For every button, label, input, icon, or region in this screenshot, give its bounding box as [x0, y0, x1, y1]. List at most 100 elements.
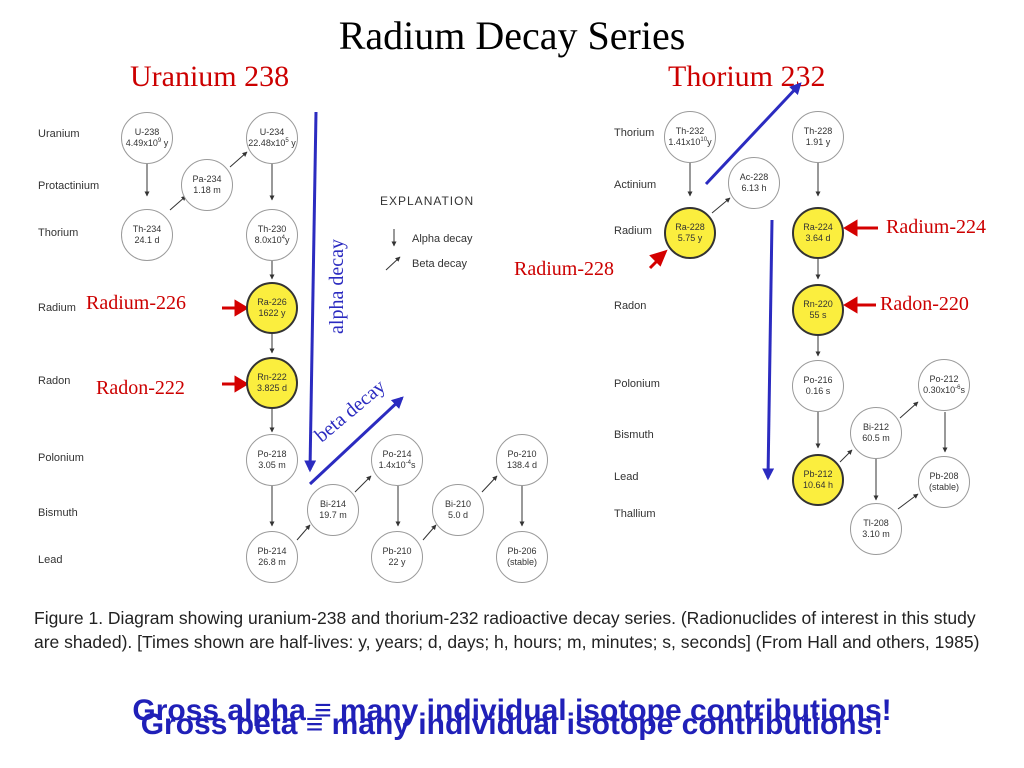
nuclide-half-life: 5.75 y	[677, 233, 703, 243]
nuclide-half-life: (stable)	[928, 482, 959, 492]
nuclide-half-life: 3.825 d	[256, 383, 288, 393]
nuclide-half-life: 0.30x10	[923, 385, 956, 395]
nuclide-ra224: Ra-224 3.64 d	[792, 207, 844, 259]
nuclide-name: Pa-234	[192, 173, 222, 184]
gross-beta-text: Gross beta ≡ many individual isotope con…	[140, 708, 884, 741]
nuclide-exponent: -6	[955, 385, 961, 391]
callout-radium-226: Radium-226	[86, 292, 186, 314]
nuclide-bi210: Bi-210 5.0 d	[432, 484, 484, 536]
nuclide-exponent: 10	[700, 137, 708, 143]
nuclide-half-life: 22 y	[388, 557, 406, 567]
thorium-beta-big-arrow	[704, 82, 802, 186]
row-label-radon-right: Radon	[614, 300, 647, 312]
beta-arrow	[169, 195, 187, 211]
nuclide-exponent: 5	[285, 138, 289, 144]
nuclide-pb206: Pb-206 (stable)	[496, 531, 548, 583]
nuclide-half-life: (stable)	[506, 557, 537, 567]
nuclide-pb210: Pb-210 22 y	[371, 531, 423, 583]
row-label-radium-right: Radium	[614, 225, 652, 237]
row-label-radon: Radon	[38, 375, 71, 387]
row-label-lead-right: Lead	[614, 471, 639, 483]
nuclide-name: Pb-212	[803, 468, 833, 479]
nuclide-name: Po-212	[929, 373, 959, 384]
nuclide-po218: Po-218 3.05 m	[246, 434, 298, 486]
nuclide-half-life: 10.64 h	[802, 480, 834, 490]
nuclide-name: Rn-220	[803, 298, 833, 309]
nuclide-name: Th-230	[257, 223, 287, 234]
nuclide-exponent: 4	[281, 235, 285, 241]
nuclide-u234: U-234 22.48x105 y	[246, 112, 298, 164]
explanation-title: EXPLANATION	[380, 194, 475, 208]
callout-arrowhead-ra228	[649, 249, 668, 267]
nuclide-ac228: Ac-228 6.13 h	[728, 157, 780, 209]
nuclide-half-life: 55 s	[809, 310, 827, 320]
nuclide-unit: s	[960, 385, 965, 395]
nuclide-half-life: 3.05 m	[258, 460, 286, 470]
nuclide-unit: y	[163, 138, 169, 148]
nuclide-half-life: 6.13 h	[741, 183, 767, 193]
callout-arrowhead-ra224	[843, 219, 858, 237]
nuclide-name: Pb-206	[507, 545, 537, 556]
nuclide-half-life: 138.4 d	[506, 460, 538, 470]
nuclide-name: Bi-214	[319, 498, 346, 509]
nuclide-half-life: 26.8 m	[258, 557, 286, 567]
nuclide-name: Po-210	[507, 448, 537, 459]
nuclide-po214: Po-214 1.4x10-4s	[371, 434, 423, 486]
nuclide-u238: U-238 4.49x109 y	[121, 112, 173, 164]
nuclide-half-life: 1.91 y	[805, 137, 831, 147]
callout-radon-220: Radon-220	[880, 293, 969, 315]
nuclide-name: U-238	[134, 126, 160, 137]
nuclide-name: Bi-210	[444, 498, 471, 509]
nuclide-unit: s	[410, 460, 416, 470]
nuclide-name: Pb-210	[382, 545, 412, 556]
beta-decay-big-arrow	[308, 396, 404, 486]
nuclide-half-life: 3.10 m	[862, 529, 890, 539]
nuclide-name: Ac-228	[739, 171, 769, 182]
nuclide-po210: Po-210 138.4 d	[496, 434, 548, 486]
nuclide-pb208: Pb-208 (stable)	[918, 456, 970, 508]
nuclide-rn220: Rn-220 55 s	[792, 284, 844, 336]
nuclide-unit: y	[707, 137, 712, 147]
beta-arrow	[229, 151, 248, 168]
beta-arrow	[839, 449, 853, 463]
row-label-thorium: Thorium	[38, 227, 79, 239]
nuclide-po216: Po-216 0.16 s	[792, 360, 844, 412]
nuclide-name: Po-218	[257, 448, 287, 459]
row-label-protactinium: Protactinium	[38, 180, 100, 192]
row-label-bismuth-right: Bismuth	[614, 429, 654, 441]
row-label-radium: Radium	[38, 302, 76, 314]
nuclide-name: Th-234	[132, 223, 162, 234]
nuclide-th228: Th-228 1.91 y	[792, 111, 844, 163]
thorium-alpha-big-arrow	[762, 219, 775, 481]
nuclide-half-life: 1.41x10	[668, 137, 701, 147]
beta-arrow	[899, 401, 919, 419]
row-label-polonium-right: Polonium	[614, 378, 660, 390]
nuclide-name: U-234	[259, 126, 285, 137]
nuclide-name: Rn-222	[257, 371, 287, 382]
nuclide-th232: Th-232 1.41x1010y	[664, 111, 716, 163]
nuclide-name: Th-232	[675, 125, 705, 136]
beta-arrow	[422, 524, 437, 541]
nuclide-name: Pb-208	[929, 470, 959, 481]
nuclide-half-life: 24.1 d	[134, 235, 160, 245]
page-title: Radium Decay Series	[338, 13, 686, 58]
row-label-bismuth: Bismuth	[38, 507, 78, 519]
alpha-decay-big-arrow	[304, 111, 318, 473]
nuclide-half-life: 0.16 s	[805, 386, 831, 396]
nuclide-po212: Po-212 0.30x10-6s	[918, 359, 970, 411]
nuclide-th230: Th-230 8.0x104y	[246, 209, 298, 261]
nuclide-half-life: 4.49x10	[125, 138, 158, 148]
nuclide-name: Ra-228	[675, 221, 705, 232]
nuclide-name: Tl-208	[863, 517, 889, 528]
nuclide-exponent: 9	[157, 138, 162, 144]
row-label-lead: Lead	[38, 554, 63, 566]
nuclide-pb214: Pb-214 26.8 m	[246, 531, 298, 583]
nuclide-name: Ra-224	[803, 221, 833, 232]
callout-arrowhead-rn220	[843, 296, 858, 314]
explanation-beta-icon	[385, 256, 401, 271]
beta-arrow	[711, 197, 731, 214]
callout-radon-222: Radon-222	[96, 377, 185, 399]
nuclide-name: Th-228	[803, 125, 833, 136]
nuclide-name: Po-214	[382, 448, 412, 459]
nuclide-half-life: 3.64 d	[805, 233, 831, 243]
